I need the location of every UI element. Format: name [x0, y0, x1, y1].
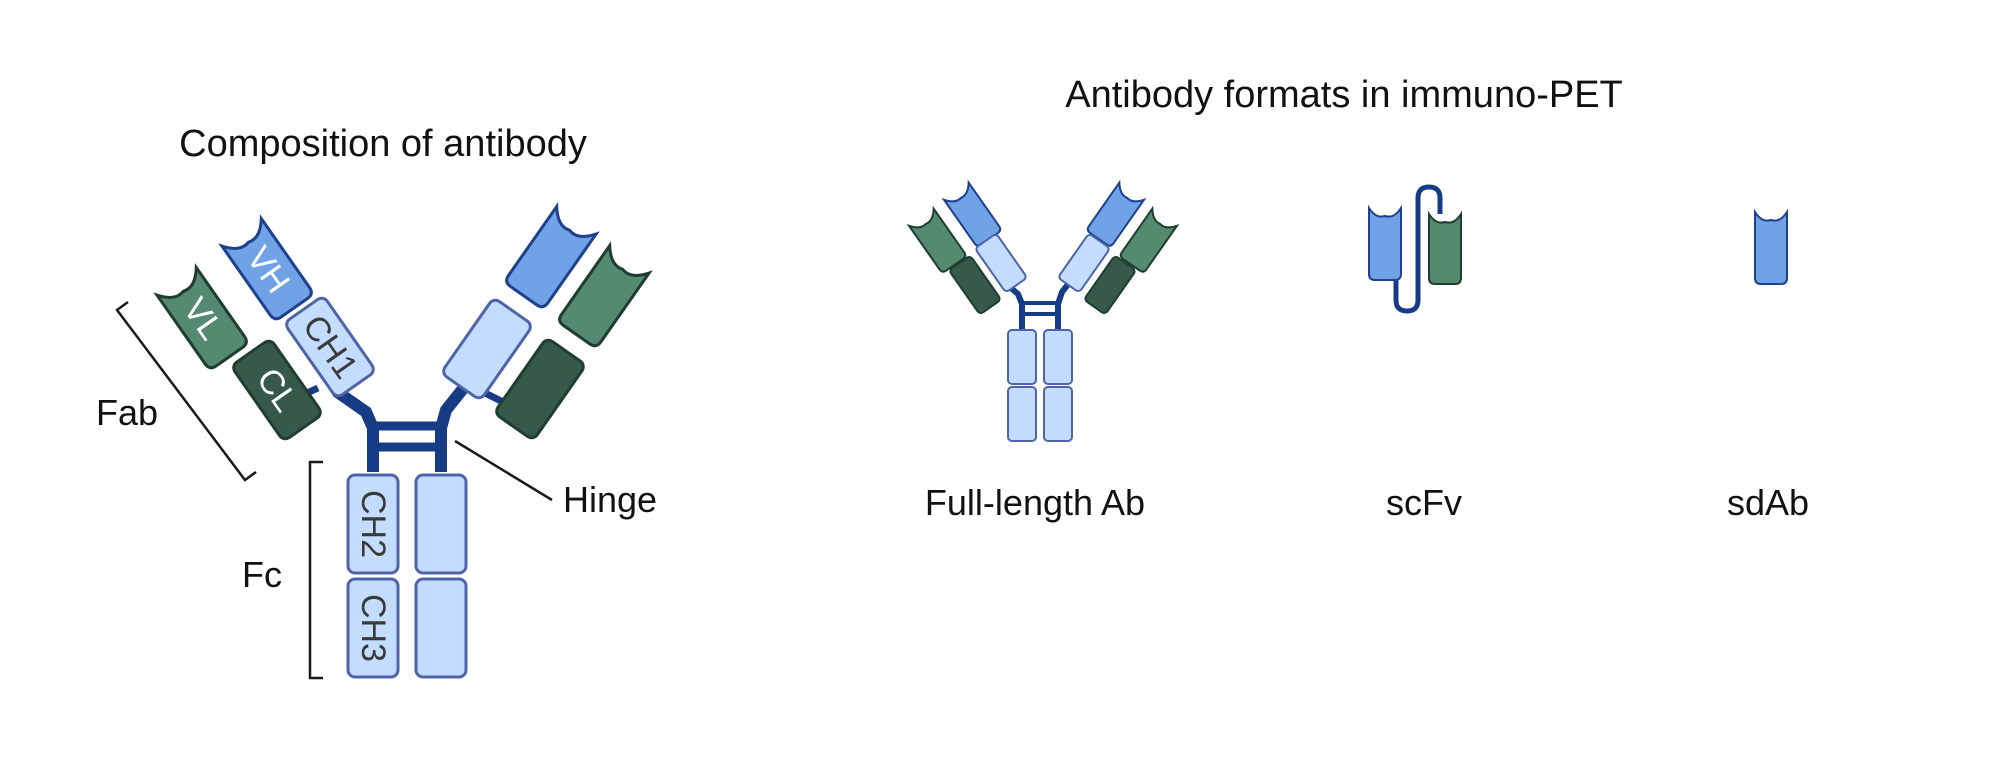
fab-bracket [115, 300, 257, 482]
composition-title: Composition of antibody [179, 123, 587, 165]
hinge-pointer-line [454, 439, 553, 502]
fab-label: Fab [96, 392, 158, 433]
ch2-label: CH2 [354, 490, 392, 558]
fc-bracket [308, 460, 323, 680]
hinge-label: Hinge [563, 479, 657, 520]
scfv-linker [1393, 184, 1443, 314]
scfv-vh-domain [1368, 204, 1402, 281]
right-fab-arm [439, 205, 651, 442]
format-label-sdab: sdAb [1727, 482, 1809, 523]
sdab-vhh-domain [1754, 208, 1788, 285]
right-heavy-chain-connector [435, 381, 471, 472]
formats-title: Antibody formats in immuno-PET [1065, 74, 1623, 116]
ch2-domain-right [414, 473, 468, 575]
fc-region: CH2 CH3 [346, 473, 468, 679]
hinge-region [294, 381, 507, 472]
sdab-diagram [1754, 208, 1788, 285]
formats-panel: Antibody formats in immuno-PET [908, 74, 1809, 523]
ch3-domain [346, 577, 400, 679]
composition-panel: Composition of antibody VL VH CL [96, 123, 657, 680]
format-label-scfv: scFv [1386, 482, 1462, 523]
full-length-ab-diagram [908, 181, 1178, 442]
left-heavy-chain-connector [332, 386, 379, 472]
ch3-domain-right [414, 577, 468, 679]
ch3-label: CH3 [354, 594, 392, 662]
scfv-vl-domain [1428, 210, 1462, 285]
scfv-diagram [1368, 184, 1462, 314]
fc-label: Fc [242, 554, 282, 595]
ch2-domain [346, 473, 400, 575]
format-label-full-length: Full-length Ab [925, 482, 1145, 523]
